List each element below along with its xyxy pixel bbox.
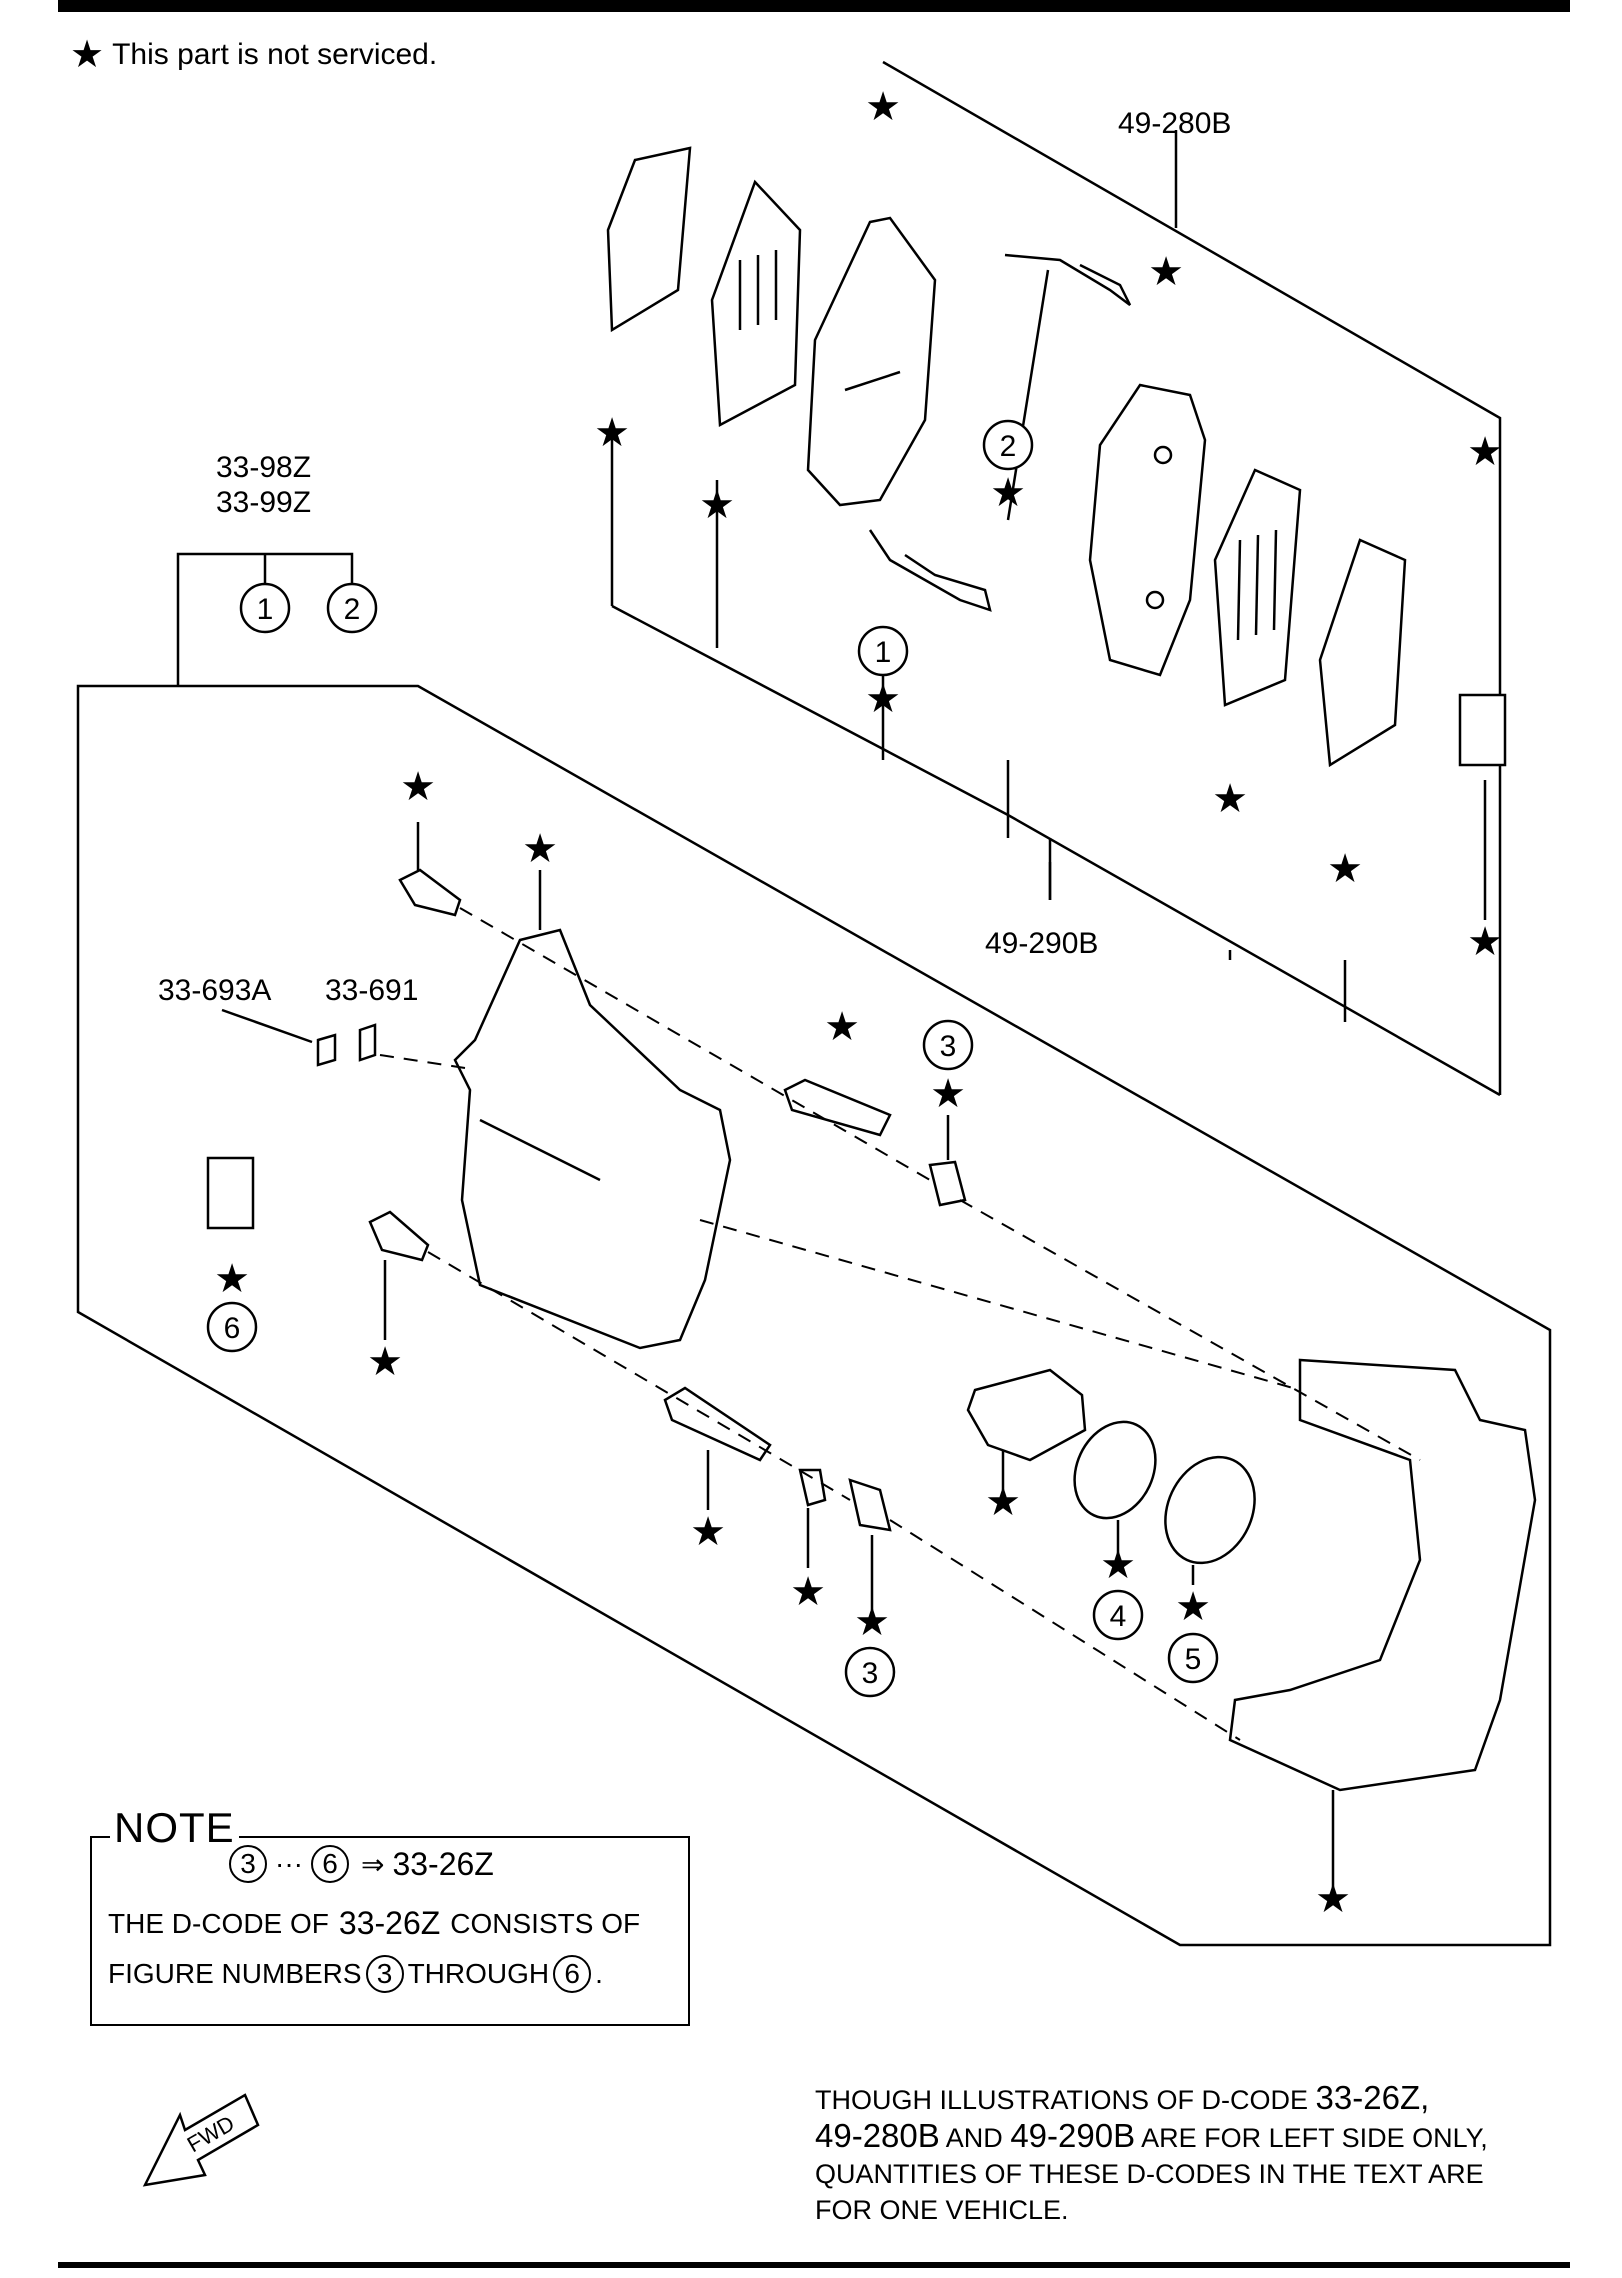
piston <box>966 1368 1256 1565</box>
pad-clip-2 <box>1004 253 1132 306</box>
disclaimer-l2d: ARE FOR LEFT SIDE ONLY, <box>1141 2123 1488 2153</box>
top-border <box>58 0 1570 12</box>
note-line3-prefix: FIGURE NUMBERS <box>108 1958 362 1989</box>
note-line3-end: . <box>595 1958 603 1989</box>
grease-packet <box>206 693 1507 1230</box>
star-icon: ★ <box>824 1005 860 1049</box>
label-49-280B: 49-280B <box>1118 107 1231 140</box>
label-33-98Z: 33-98Z <box>216 451 311 484</box>
caliper-leader-lines <box>221 822 1335 1890</box>
inner-brake-pad <box>1088 383 1207 677</box>
label-33-99Z: 33-99Z <box>216 486 311 519</box>
disclaimer-text: THOUGH ILLUSTRATIONS OF D-CODE 33-26Z, 4… <box>815 2080 1575 2228</box>
callout-6: 6 <box>224 1312 241 1345</box>
disclaimer-l2b: AND <box>945 2123 1003 2153</box>
star-icon: ★ <box>1467 430 1503 474</box>
legend: ★ This part is not serviced. <box>70 36 437 74</box>
star-icon: ★ <box>1327 847 1363 891</box>
note-title: NOTE <box>110 1804 239 1852</box>
callout-circles <box>206 419 1219 1698</box>
note-box <box>90 1836 690 2026</box>
label-33-693A: 33-693A <box>158 974 271 1007</box>
disclaimer-line-4: FOR ONE VEHICLE. <box>815 2195 1069 2225</box>
star-icon: ★ <box>1100 1543 1136 1587</box>
note-line-1: 3 ··· 6 ⇒ 33-26Z <box>225 1845 494 1883</box>
outer-insulator <box>710 179 802 428</box>
disclaimer-l1b: 33-26Z, <box>1315 2079 1430 2116</box>
star-icon: ★ <box>367 1340 403 1384</box>
alignment-lines <box>379 907 1421 1741</box>
callout-4: 4 <box>1110 1600 1127 1633</box>
note-range-code: 33-26Z <box>392 1845 494 1882</box>
note-callout-3: 3 <box>229 1845 267 1883</box>
callout-2: 2 <box>344 593 361 626</box>
star-icon: ★ <box>1175 1585 1211 1629</box>
star-icon: ★ <box>699 483 735 527</box>
leader-line <box>1006 269 1050 521</box>
inner-insulator <box>1213 468 1302 707</box>
caliper-body <box>453 928 732 1350</box>
legend-text: This part is not serviced. <box>112 38 438 71</box>
callout-3: 3 <box>940 1030 957 1063</box>
note-line2-prefix: THE D-CODE OF <box>108 1907 329 1939</box>
star-icon: ★ <box>790 1570 826 1614</box>
star-icon: ★ <box>985 1480 1021 1524</box>
note-line2-suffix: CONSISTS OF <box>450 1907 641 1939</box>
disclaimer-line-1: THOUGH ILLUSTRATIONS OF D-CODE 33-26Z, <box>815 2080 1575 2118</box>
star-icon: ★ <box>690 1510 726 1554</box>
star-icon: ★ <box>865 85 901 129</box>
note-line-2: THE D-CODE OF 33-26Z CONSISTS OF <box>108 1905 640 1942</box>
note-range-sep: ··· <box>275 1848 303 1879</box>
pad-kit-outline <box>882 60 1502 1095</box>
star-icon: ★ <box>522 827 558 871</box>
label-49-290B: 49-290B <box>985 927 1098 960</box>
disclaimer-line-2: 49-280B AND 49-290B ARE FOR LEFT SIDE ON… <box>815 2118 1575 2156</box>
disclaimer-l2c: 49-290B <box>1010 2117 1136 2154</box>
callout-3: 3 <box>862 1657 879 1690</box>
callout-1: 1 <box>875 636 892 669</box>
note-arrow: ⇒ <box>360 1848 385 1880</box>
note-line-3: FIGURE NUMBERS 3 THROUGH 6 . <box>108 1955 603 1993</box>
callout-5: 5 <box>1185 1643 1202 1676</box>
pad-clip-1 <box>868 529 992 612</box>
callout-1: 1 <box>257 593 274 626</box>
bolts-and-pins <box>316 868 967 1532</box>
note-line3-mid: THROUGH <box>407 1958 550 1989</box>
caliper-kit-outline <box>76 684 1552 1947</box>
fwd-arrow-icon: FWD <box>142 2093 260 2187</box>
disclaimer-l2a: 49-280B <box>815 2117 940 2154</box>
star-icon: ★ <box>594 411 630 455</box>
star-icon: ★ <box>70 34 105 76</box>
outer-brake-pad <box>806 216 937 507</box>
star-icon: ★ <box>1315 1877 1351 1921</box>
caliper-bracket-mount <box>1228 1358 1537 1792</box>
star-icon: ★ <box>990 471 1026 515</box>
callout-2: 2 <box>1000 430 1017 463</box>
star-icon: ★ <box>854 1600 890 1644</box>
note-line3-callout-3: 3 <box>365 1955 404 1993</box>
star-icon: ★ <box>400 765 436 809</box>
disclaimer-line-3: QUANTITIES OF THESE D-CODES IN THE TEXT … <box>815 2159 1484 2189</box>
note-callout-6: 6 <box>310 1845 349 1883</box>
star-icon: ★ <box>1148 250 1184 294</box>
label-33-691: 33-691 <box>325 974 418 1007</box>
star-icon: ★ <box>1467 920 1503 964</box>
star-icon: ★ <box>865 677 901 721</box>
star-icon: ★ <box>1212 777 1248 821</box>
inner-shim <box>1318 538 1407 768</box>
note-line3-callout-6: 6 <box>553 1955 592 1993</box>
star-icon: ★ <box>930 1072 966 1116</box>
star-icon: ★ <box>214 1257 250 1301</box>
bottom-border <box>58 2262 1570 2268</box>
outer-shim <box>606 146 692 333</box>
note-line2-code: 33-26Z <box>338 1905 441 1941</box>
disclaimer-l1a: THOUGH ILLUSTRATIONS OF D-CODE <box>815 2085 1309 2115</box>
